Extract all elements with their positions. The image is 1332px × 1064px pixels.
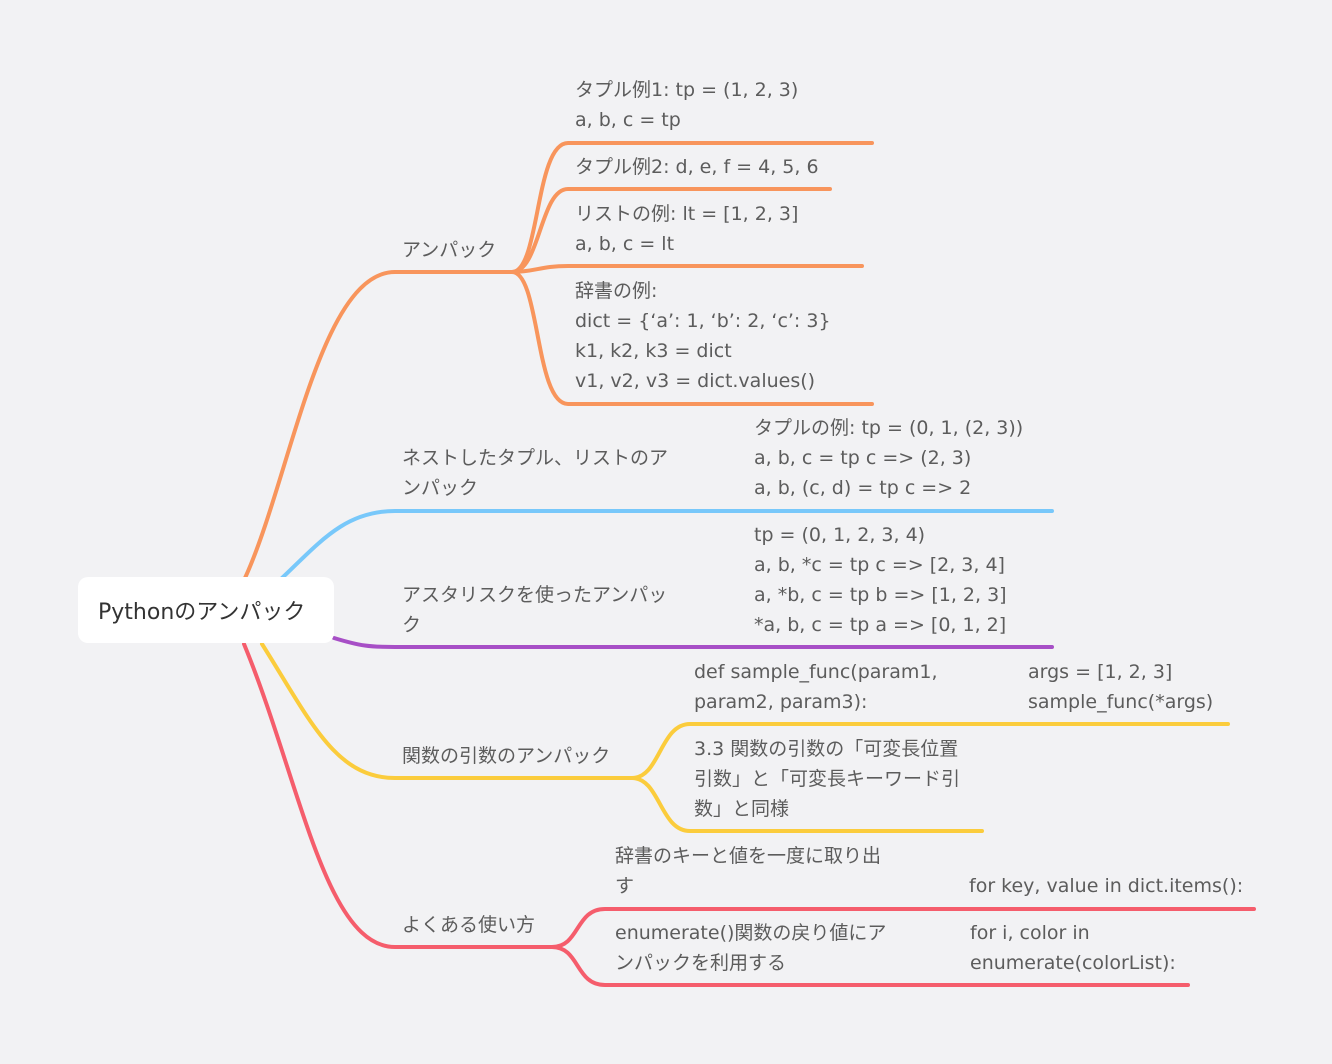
connector-root-unpack	[243, 270, 514, 580]
topic-dict-example[interactable]: 辞書の例: dict = {‘a’: 1, ‘b’: 2, ‘c’: 3} k1…	[575, 280, 831, 392]
connector-usage-enumerate	[550, 945, 1190, 987]
topic-dict-keys-values[interactable]: 辞書のキーと値を一度に取り出 す	[615, 845, 882, 897]
connector-root-asterisk	[332, 636, 1054, 649]
topic-asterisk[interactable]: アスタリスクを使ったアンパッ ク	[402, 584, 668, 636]
connector-usage-dict-kv	[550, 907, 1256, 949]
topic-def-sample-func[interactable]: def sample_func(param1, param2, param3):	[694, 661, 938, 713]
topic-tuple-example-1[interactable]: タプル例1: tp = (1, 2, 3) a, b, c = tp	[575, 79, 799, 131]
topic-list-example[interactable]: リストの例: lt = [1, 2, 3] a, b, c = lt	[575, 203, 799, 255]
topic-asterisk-example[interactable]: tp = (0, 1, 2, 3, 4) a, b, *c = tp c => …	[754, 524, 1007, 636]
connector-unpack-tuple2	[510, 187, 832, 274]
topic-function-args[interactable]: 関数の引数のアンパック	[402, 745, 611, 767]
connector-root-args	[260, 642, 634, 780]
topic-nested[interactable]: ネストしたタプル、リストのア ンパック	[402, 447, 669, 499]
topic-nested-example[interactable]: タプルの例: tp = (0, 1, (2, 3)) a, b, c = tp …	[754, 417, 1024, 499]
topic-enumerate[interactable]: enumerate()関数の戻り値にア ンパックを利用する	[615, 922, 887, 974]
connector-root-nested	[280, 509, 1054, 580]
connector-root-usage	[242, 642, 554, 949]
connector-args-same	[630, 776, 984, 833]
topic-enumerate-loop[interactable]: for i, color in enumerate(colorList):	[970, 922, 1176, 974]
connector-unpack-dict	[510, 270, 874, 406]
connector-unpack-list	[510, 264, 864, 274]
topic-common-usage[interactable]: よくある使い方	[402, 914, 536, 936]
topic-variadic-same[interactable]: 3.3 関数の引数の「可変長位置 引数」と「可変長キーワード引 数」と同様	[694, 738, 961, 820]
topic-unpack[interactable]: アンパック	[402, 239, 497, 261]
topic-tuple-example-2[interactable]: タプル例2: d, e, f = 4, 5, 6	[575, 156, 819, 178]
root-topic-label: Pythonのアンパック	[98, 600, 306, 625]
root-topic[interactable]: Pythonのアンパック	[78, 577, 334, 643]
connector-args-def	[630, 722, 1230, 780]
topic-args-call[interactable]: args = [1, 2, 3] sample_func(*args)	[1028, 661, 1214, 713]
topic-dict-items-loop[interactable]: for key, value in dict.items():	[969, 875, 1244, 897]
